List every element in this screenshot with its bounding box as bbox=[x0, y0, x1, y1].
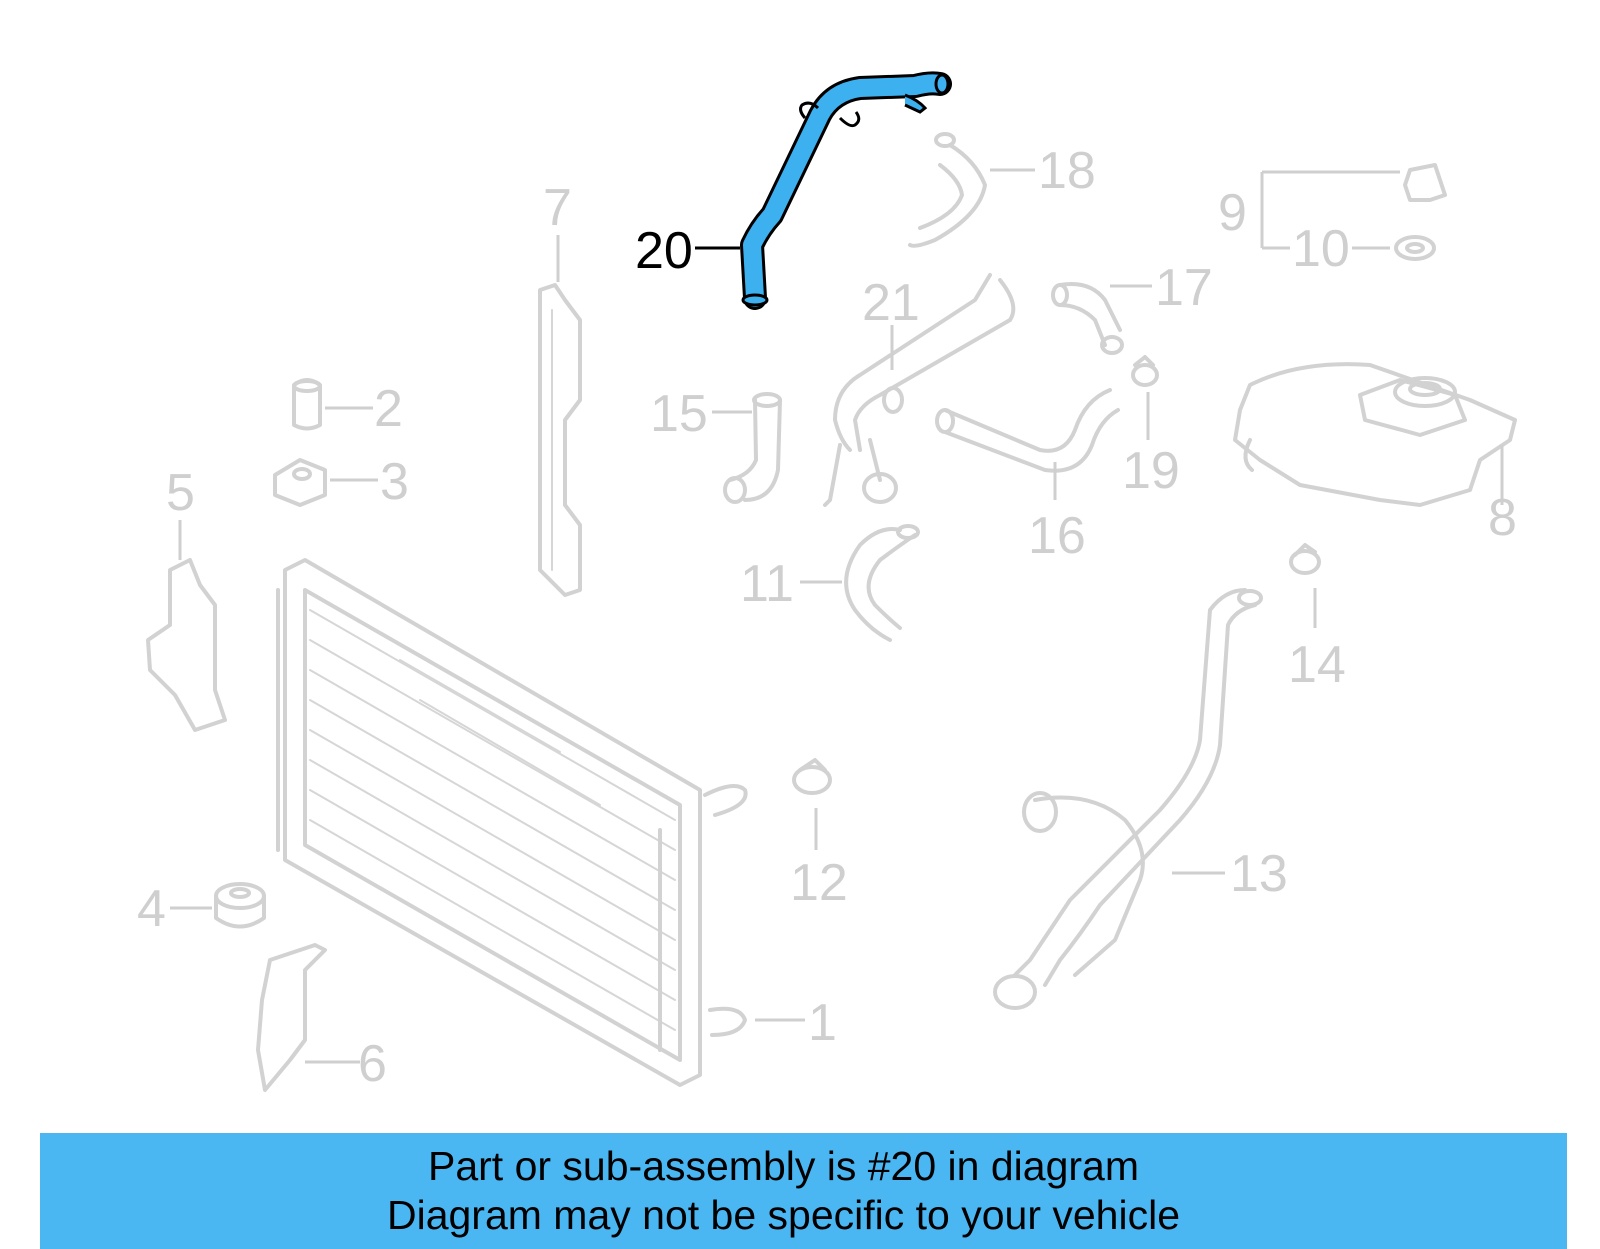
leader-lines bbox=[170, 168, 1504, 1064]
callout-12: 12 bbox=[790, 854, 848, 912]
part-11-hose[interactable] bbox=[844, 524, 920, 642]
part-13-hose[interactable] bbox=[993, 588, 1263, 1010]
part-10-gasket[interactable] bbox=[1394, 235, 1436, 261]
part-5-bracket[interactable] bbox=[146, 558, 227, 732]
callout-18: 18 bbox=[1038, 142, 1096, 200]
callout-21: 21 bbox=[862, 274, 920, 332]
part-1-radiator[interactable] bbox=[276, 558, 748, 1087]
part-20-fill bbox=[743, 74, 949, 307]
part-17-hose[interactable] bbox=[1051, 282, 1124, 355]
callout-8: 8 bbox=[1488, 489, 1517, 547]
banner-line-part: Part or sub-assembly is #20 in diagram bbox=[428, 1143, 1139, 1189]
part-2-bushing[interactable] bbox=[292, 378, 322, 431]
callout-19: 19 bbox=[1122, 442, 1180, 500]
callout-17: 17 bbox=[1155, 259, 1213, 317]
callout-7: 7 bbox=[543, 179, 572, 237]
callout-13: 13 bbox=[1230, 845, 1288, 903]
callout-9: 9 bbox=[1218, 184, 1247, 242]
banner-line-disclaimer: Diagram may not be specific to your vehi… bbox=[386, 1192, 1180, 1238]
part-15-hose[interactable] bbox=[723, 392, 782, 504]
part-12-clamp[interactable] bbox=[792, 758, 832, 795]
part-6-bracket[interactable] bbox=[256, 943, 327, 1092]
info-banner: Part or sub-assembly is #20 in diagram D… bbox=[40, 1133, 1567, 1249]
part-9-cap[interactable] bbox=[1403, 163, 1447, 202]
callout-14: 14 bbox=[1288, 636, 1346, 694]
callout-3: 3 bbox=[380, 453, 409, 511]
part-20-water-pipe[interactable] bbox=[740, 71, 952, 310]
callout-4: 4 bbox=[137, 880, 166, 938]
callout-10: 10 bbox=[1292, 220, 1350, 278]
part-18-hose[interactable] bbox=[908, 132, 987, 248]
callout-11: 11 bbox=[740, 555, 794, 613]
callout-16: 16 bbox=[1028, 507, 1086, 565]
part-4-insulator[interactable] bbox=[214, 882, 266, 929]
part-21-pipe[interactable] bbox=[823, 273, 1016, 507]
part-19-clamp[interactable] bbox=[1131, 355, 1159, 387]
part-8-expansion-tank[interactable] bbox=[1233, 362, 1517, 507]
callout-2: 2 bbox=[374, 380, 403, 438]
callout-labels: 1 2 3 4 5 6 7 8 9 10 11 12 13 14 15 16 1… bbox=[137, 142, 1517, 1093]
part-3-mount[interactable] bbox=[273, 458, 327, 507]
part-14-clamp[interactable] bbox=[1289, 543, 1321, 575]
callout-15: 15 bbox=[650, 385, 708, 443]
part-7-seal[interactable] bbox=[538, 283, 582, 597]
callout-20: 20 bbox=[635, 222, 693, 280]
callout-1: 1 bbox=[808, 994, 837, 1052]
callout-5: 5 bbox=[166, 464, 195, 522]
callout-6: 6 bbox=[358, 1035, 387, 1093]
part-16-hose[interactable] bbox=[935, 388, 1120, 473]
